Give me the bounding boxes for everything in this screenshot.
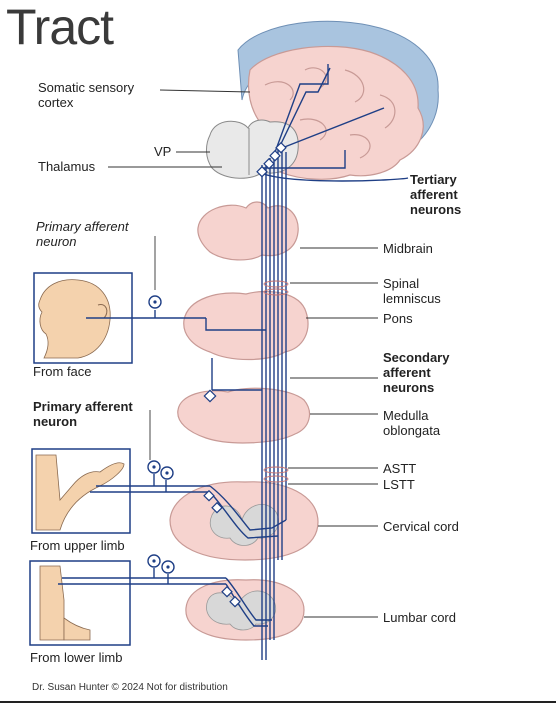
medulla-line-2: oblongata bbox=[383, 423, 441, 438]
primary-afferent-italic-label: Primary afferent neuron bbox=[36, 219, 128, 249]
medulla-oblongata-label: Medulla oblongata bbox=[383, 408, 440, 438]
medulla-line-1: Medulla bbox=[383, 408, 429, 423]
tertiary-line-3: neurons bbox=[410, 202, 462, 217]
pons-label: Pons bbox=[383, 311, 413, 326]
spinal-lemniscus-line-2: lemniscus bbox=[383, 291, 441, 306]
somatic-sensory-line-1: Somatic sensory bbox=[38, 80, 135, 95]
face-afferent bbox=[33, 236, 266, 403]
thalamic-synapses bbox=[256, 141, 287, 178]
ascending-fibers bbox=[257, 64, 409, 660]
from-face-label: From face bbox=[33, 364, 92, 379]
astt-label: ASTT bbox=[383, 461, 417, 476]
tertiary-afferent-label: Tertiary afferent neurons bbox=[410, 172, 461, 217]
midbrain-section bbox=[197, 201, 299, 261]
primary-italic-line-2: neuron bbox=[36, 234, 77, 249]
primary-afferent-bold-label: Primary afferent neuron bbox=[33, 399, 133, 429]
cervical-cord-label: Cervical cord bbox=[383, 519, 459, 534]
thalamus-label: Thalamus bbox=[38, 159, 96, 174]
somatic-sensory-line-2: cortex bbox=[38, 95, 74, 110]
tertiary-line-2: afferent bbox=[410, 187, 458, 202]
cortex-section bbox=[206, 20, 439, 180]
upper-limb-afferent bbox=[31, 410, 287, 539]
vp-label: VP bbox=[154, 144, 172, 159]
leader-lines bbox=[108, 89, 378, 618]
tertiary-line-1: Tertiary bbox=[410, 172, 457, 187]
thalamus-shape bbox=[206, 119, 299, 179]
secondary-line-2: afferent bbox=[383, 365, 431, 380]
lumbar-cord-section bbox=[185, 579, 305, 641]
medulla-section bbox=[177, 387, 311, 444]
footer-divider bbox=[0, 701, 556, 703]
primary-bold-line-2: neuron bbox=[33, 414, 78, 429]
midbrain-label: Midbrain bbox=[383, 241, 433, 256]
slide-title: Tract bbox=[6, 0, 114, 55]
somatic-sensory-cortex-label: Somatic sensory cortex bbox=[38, 80, 134, 110]
footer-copyright: Dr. Susan Hunter © 2024 Not for distribu… bbox=[32, 682, 228, 693]
lower-limb-afferent bbox=[29, 554, 272, 646]
secondary-line-3: neurons bbox=[383, 380, 435, 395]
lstt-label: LSTT bbox=[383, 477, 415, 492]
from-lower-limb-label: From lower limb bbox=[30, 650, 123, 665]
spinal-lemniscus-line-1: Spinal bbox=[383, 276, 420, 291]
secondary-afferent-label: Secondary afferent neurons bbox=[383, 350, 449, 395]
lumbar-cord-label: Lumbar cord bbox=[383, 610, 456, 625]
lemniscus-markers bbox=[263, 280, 289, 483]
spinal-lemniscus-label: Spinal lemniscus bbox=[383, 276, 441, 306]
primary-bold-line-1: Primary afferent bbox=[33, 399, 133, 414]
from-upper-limb-label: From upper limb bbox=[30, 538, 125, 553]
secondary-line-1: Secondary bbox=[383, 350, 450, 365]
cervical-cord-section bbox=[169, 481, 319, 561]
primary-italic-line-1: Primary afferent bbox=[36, 219, 129, 234]
pons-section bbox=[183, 290, 309, 361]
